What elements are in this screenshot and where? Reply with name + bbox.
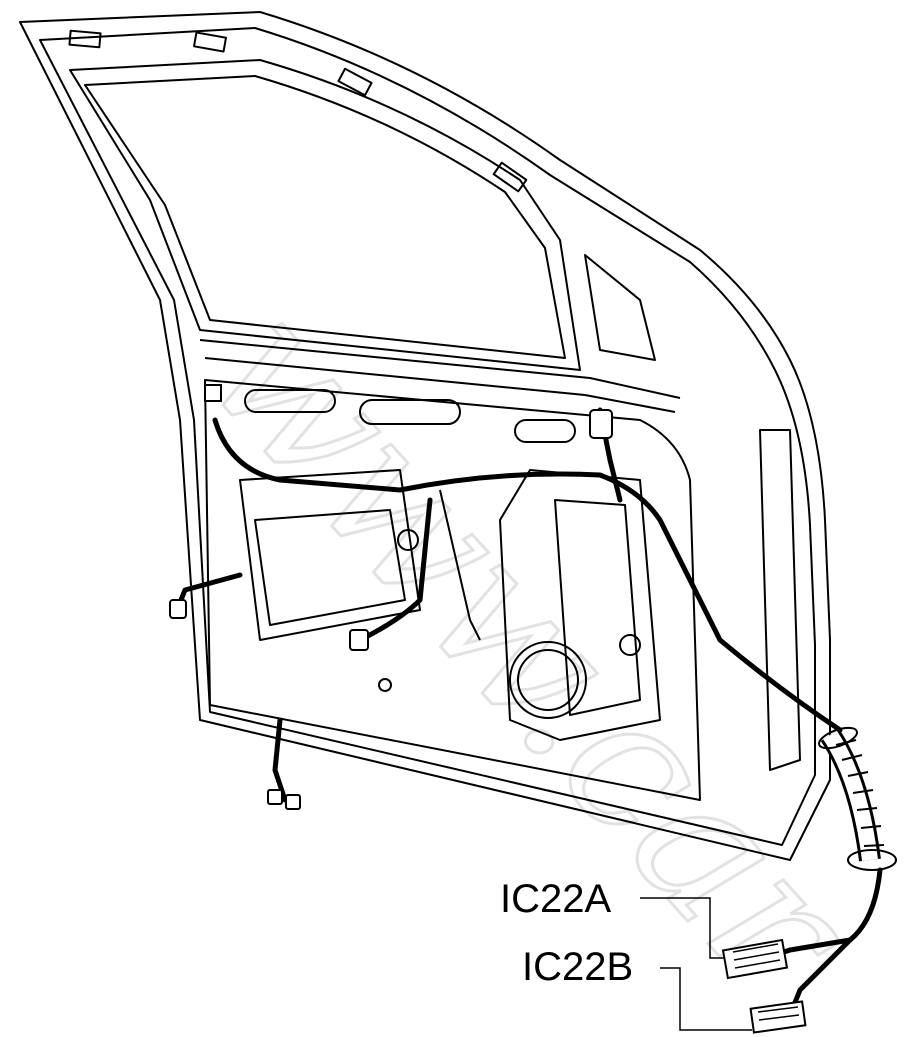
small-connectors xyxy=(169,384,613,810)
label-ic22b: IC22B xyxy=(522,945,633,989)
corrugated-conduit xyxy=(818,726,897,871)
connector-ic22b xyxy=(749,1000,807,1034)
label-ic22a: IC22A xyxy=(500,877,611,921)
connector-ic22a xyxy=(721,938,789,980)
door-outline xyxy=(19,11,831,861)
leader-lines xyxy=(640,897,752,1031)
